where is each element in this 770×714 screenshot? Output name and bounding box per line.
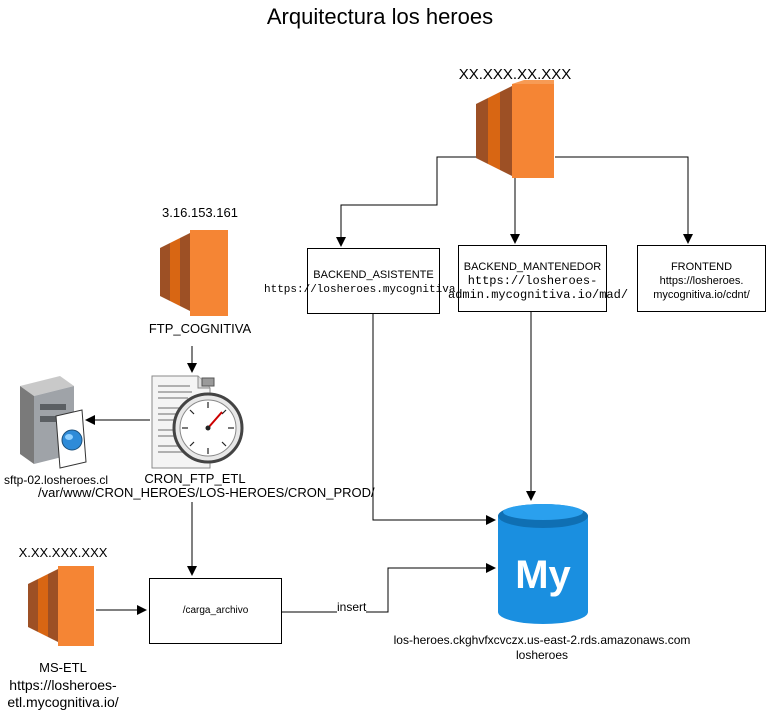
ec2-msetl-icon: [28, 566, 94, 646]
backend-mantenedor-url-1: https://losheroes-: [467, 274, 598, 288]
mysql-logo-text: My: [515, 553, 571, 597]
cron-path-label: /var/www/CRON_HEROES/LOS-HEROES/CRON_PRO…: [38, 485, 375, 500]
backend-asistente-label: BACKEND_ASISTENTE: [313, 269, 434, 281]
edge-backends-to-db: [372, 312, 536, 525]
msetl-url-2: etl.mycognitiva.io/: [7, 694, 119, 710]
backend-mantenedor-url-2: admin.mycognitiva.io/mad/: [448, 288, 629, 302]
sftp-label: sftp-02.losheroes.cl: [4, 473, 109, 487]
ftp-ip-label: 3.16.153.161: [162, 205, 238, 220]
frontend-label: FRONTEND: [670, 261, 733, 273]
frontend-box: [637, 245, 766, 312]
edge-top-to-backends: [336, 156, 693, 247]
db-host-label: los-heroes.ckghvfxcvczx.us-east-2.rds.am…: [393, 633, 691, 647]
backend-asistente-url: https://losheroes.mycognitiva.io: [264, 284, 476, 296]
frontend-url-2: mycognitiva.io/cdnt/: [653, 289, 750, 301]
cron-stopwatch-icon: [151, 375, 244, 469]
top-server-label: XX.XXX.XX.XXX: [458, 66, 572, 83]
carga-archivo-label: /carga_archivo: [182, 605, 249, 616]
msetl-name-label: MS-ETL: [39, 660, 87, 675]
insert-edge-label: insert: [337, 600, 367, 615]
carga-archivo-box: [149, 578, 282, 644]
mysql-db-icon: [498, 504, 588, 624]
sftp-server-icon: [20, 376, 87, 469]
msetl-ip-label: X.XX.XXX.XXX: [18, 545, 108, 560]
edge-carga-to-db: [282, 563, 496, 613]
ec2-ftp-icon: [160, 230, 228, 316]
cron-label: CRON_FTP_ETL: [144, 471, 246, 486]
ec2-server-icon: [476, 80, 554, 178]
backend-mantenedor-label: BACKEND_MANTENEDOR: [463, 261, 602, 273]
frontend-url-1: https://losheroes.: [659, 275, 744, 287]
msetl-url-1: https://losheroes-: [9, 677, 117, 693]
db-name-label: losheroes: [515, 648, 569, 662]
ftp-name-label: FTP_COGNITIVA: [148, 321, 252, 336]
backend-asistente-box: [307, 248, 440, 314]
diagram-title: Arquitectura los heroes: [266, 4, 494, 29]
backend-mantenedor-box: [458, 245, 607, 312]
